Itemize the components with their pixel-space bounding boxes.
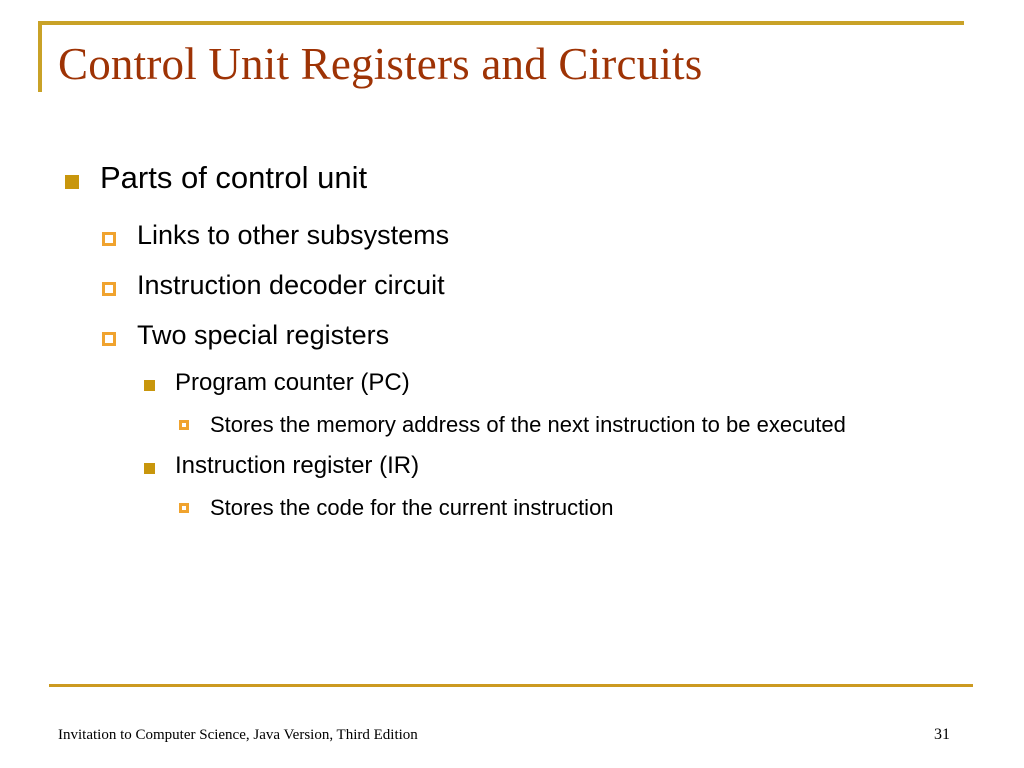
title-top-rule (38, 21, 964, 25)
footer-source-text: Invitation to Computer Science, Java Ver… (58, 727, 418, 743)
list-item: Two special registers (0, 316, 1024, 354)
hollow-square-bullet-icon (102, 282, 116, 296)
list-item-label: Stores the memory address of the next in… (210, 412, 846, 437)
list-item: Stores the code for the current instruct… (0, 492, 1024, 523)
bullet-list: Parts of control unit Links to other sub… (0, 156, 1024, 532)
page-title: Control Unit Registers and Circuits (58, 39, 703, 89)
list-item: Instruction decoder circuit (0, 266, 1024, 304)
list-item-label: Parts of control unit (100, 160, 368, 195)
hollow-square-bullet-icon (179, 503, 189, 513)
filled-square-bullet-icon (65, 175, 79, 189)
title-left-rule (38, 21, 42, 92)
footer-divider (49, 684, 973, 687)
list-item: Links to other subsystems (0, 216, 1024, 254)
list-item-label: Stores the code for the current instruct… (210, 495, 614, 520)
list-item: Program counter (PC) (0, 366, 1024, 400)
list-item-label: Links to other subsystems (137, 220, 450, 250)
hollow-square-bullet-icon (102, 332, 116, 346)
list-item-label: Instruction decoder circuit (137, 270, 445, 300)
list-item: Stores the memory address of the next in… (0, 409, 1024, 440)
list-item-label: Program counter (PC) (175, 369, 410, 396)
filled-square-bullet-icon (144, 463, 155, 474)
slide-page-number: 31 (934, 726, 950, 743)
list-item: Instruction register (IR) (0, 449, 1024, 483)
list-item-label: Instruction register (IR) (175, 452, 420, 479)
filled-square-bullet-icon (144, 380, 155, 391)
list-item-label: Two special registers (137, 320, 390, 350)
hollow-square-bullet-icon (179, 420, 189, 430)
hollow-square-bullet-icon (102, 232, 116, 246)
list-item: Parts of control unit (0, 156, 1024, 200)
